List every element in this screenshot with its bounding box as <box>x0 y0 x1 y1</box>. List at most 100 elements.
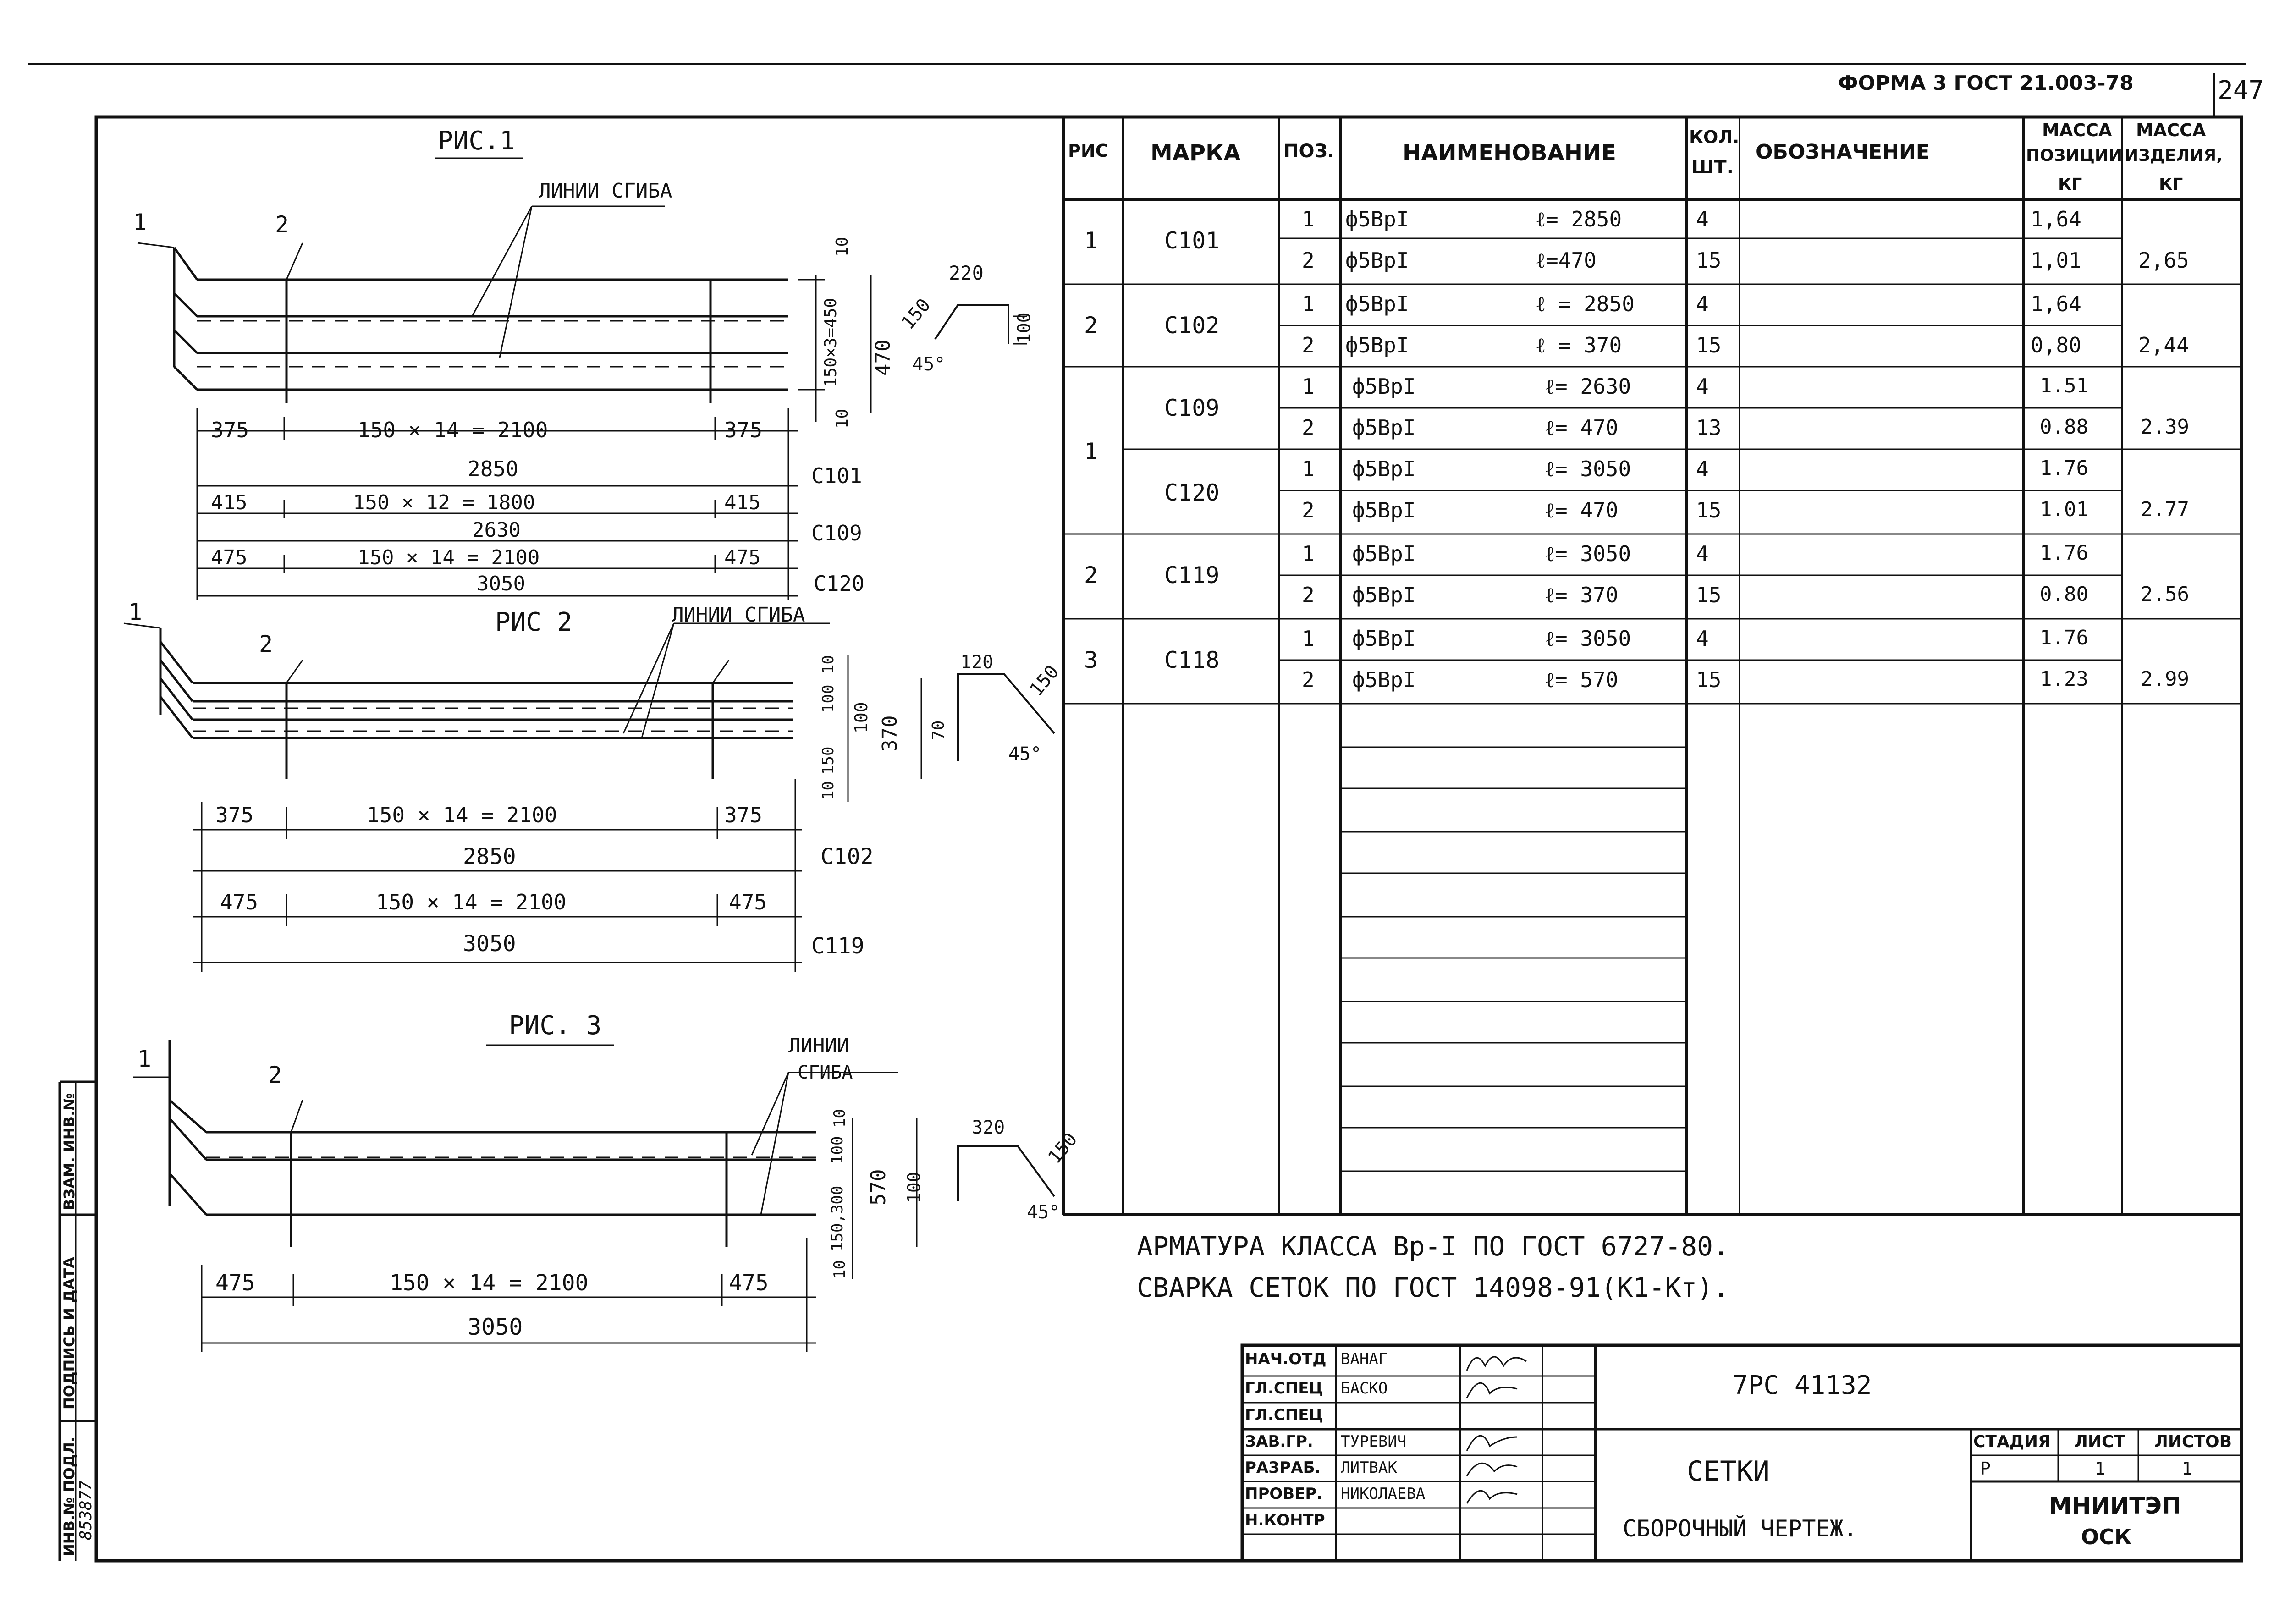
side-inv-no: 853877 <box>77 1480 95 1540</box>
row-mass: 0.80 <box>2040 583 2088 606</box>
row-len: ℓ= 2850 <box>1536 207 1622 231</box>
row-mass: 1.76 <box>2040 457 2088 480</box>
row-mass: 1.23 <box>2040 667 2088 691</box>
signature-3 <box>1466 1435 1518 1451</box>
form-note: ФОРМА 3 ГОСТ 21.003-78 <box>1838 72 2134 95</box>
side-inv-orig: ИНВ.№ ПОДЛ. <box>61 1437 78 1556</box>
fig1-pos1: 1 <box>133 209 147 236</box>
hdr-qty-2: ШТ. <box>1691 157 1734 178</box>
row-fig: 2 <box>1084 562 1098 589</box>
fig1-dim-475a: 475 <box>211 546 248 569</box>
fig1-dim-3050: 3050 <box>477 572 525 595</box>
row-len: ℓ= 470 <box>1545 415 1619 440</box>
fig2-vdim-10b: 10 <box>819 781 837 800</box>
tb-name: ЛИТВАК <box>1341 1459 1397 1477</box>
hdr-pos: ПОЗ. <box>1283 141 1335 162</box>
row-fig: 3 <box>1084 647 1098 673</box>
fig1-dim-span-c120: 150 × 14 = 2100 <box>358 546 540 569</box>
row-qty: 4 <box>1696 292 1709 316</box>
signature-2 <box>1466 1382 1518 1398</box>
sheet-number: 247 <box>2218 76 2264 105</box>
item-mass: 2,44 <box>2138 333 2189 358</box>
fig2-vdim-100b: 100 <box>851 702 871 733</box>
fig3-pos1: 1 <box>138 1046 152 1072</box>
fig3-title: РИС. 3 <box>509 1011 602 1040</box>
row-qty: 4 <box>1696 457 1709 481</box>
fig3-sheet <box>133 1040 1055 1352</box>
fig2-bend-label: ЛИНИИ СГИБА <box>672 603 805 627</box>
row-name: ф5ВрI <box>1352 626 1416 651</box>
row-len: ℓ= 2630 <box>1545 374 1631 399</box>
row-len: ℓ= 370 <box>1545 583 1619 607</box>
fig1-dim-375b: 375 <box>724 418 763 442</box>
row-pos: 1 <box>1302 292 1315 316</box>
fig1-prof-220: 220 <box>949 262 984 284</box>
row-len: ℓ=470 <box>1536 248 1597 273</box>
fig2-dim-475b: 475 <box>729 890 767 914</box>
item-mass: 2.99 <box>2141 667 2189 691</box>
fig2-prof-45: 45° <box>1008 743 1042 765</box>
row-mark: С101 <box>1164 227 1220 254</box>
item-mass: 2.77 <box>2141 498 2189 521</box>
tb-stage-header: СТАДИЯ <box>1973 1432 2051 1451</box>
signature-4 <box>1466 1462 1518 1476</box>
fig1-title: РИС.1 <box>438 126 515 156</box>
tb-name: ТУРЕВИЧ <box>1341 1432 1407 1451</box>
row-name: ф5ВрI <box>1345 248 1409 273</box>
side-inv-sub: ВЗАМ. ИНВ.№ <box>61 1093 78 1210</box>
fig2-dim-span-b: 150 × 14 = 2100 <box>376 890 567 914</box>
fig3-pos2: 2 <box>268 1062 282 1088</box>
fig2-dim-375a: 375 <box>215 803 254 827</box>
tb-org-2: ОСК <box>2081 1525 2132 1549</box>
row-len: ℓ= 3050 <box>1545 457 1631 481</box>
row-name: ф5ВрI <box>1345 333 1409 358</box>
hdr-mass-pos-1: МАССА <box>2042 120 2112 140</box>
tb-name: ВАНАГ <box>1341 1350 1388 1368</box>
fig1-pos2: 2 <box>275 211 289 238</box>
fig2-pos2: 2 <box>259 631 273 657</box>
row-pos: 2 <box>1302 583 1315 607</box>
fig1-vdim-total: 470 <box>871 339 895 376</box>
fig1-prof-45: 45° <box>912 354 946 375</box>
row-mass: 1.76 <box>2040 541 2088 565</box>
tb-sheet: 1 <box>2095 1459 2105 1479</box>
tb-role: Н.КОНТР <box>1245 1511 1325 1530</box>
row-qty: 4 <box>1696 541 1709 566</box>
row-pos: 2 <box>1302 415 1315 440</box>
fig2-dim-3050: 3050 <box>463 931 516 957</box>
fig2-vdim-370: 370 <box>878 715 902 752</box>
fig3-dim-span: 150 × 14 = 2100 <box>390 1270 589 1296</box>
hdr-mass-item-2: ИЗДЕЛИЯ, <box>2125 146 2223 165</box>
row-pos: 1 <box>1302 457 1315 481</box>
fig2-vdim-150: 150 <box>819 746 837 775</box>
row-name: ф5ВрI <box>1352 583 1416 607</box>
row-mass: 0,80 <box>2031 333 2081 358</box>
fig3-dim-475a: 475 <box>215 1270 255 1296</box>
spec-table-grid <box>1062 117 2241 1216</box>
tb-title-2: СБОРОЧНЫЙ ЧЕРТЕЖ. <box>1623 1515 1857 1542</box>
fig3-prof-100: 100 <box>904 1172 924 1203</box>
row-len: ℓ= 3050 <box>1545 626 1631 651</box>
tb-name: НИКОЛАЕВА <box>1341 1485 1426 1503</box>
fig1-dim-2850: 2850 <box>468 457 518 481</box>
row-qty: 15 <box>1696 248 1722 273</box>
fig2-dim-375b: 375 <box>724 803 763 827</box>
fig2-prof-120: 120 <box>960 652 994 673</box>
note-line-1: АРМАТУРА КЛАССА Вр-I ПО ГОСТ 6727-80. <box>1137 1231 1729 1262</box>
hdr-mass-item-3: КГ <box>2159 175 2183 194</box>
fig1-mark-c109: С109 <box>811 521 862 545</box>
tb-role: ГЛ.СПЕЦ <box>1245 1379 1323 1398</box>
tb-role: ЗАВ.ГР. <box>1245 1432 1313 1451</box>
fig2-dim-span: 150 × 14 = 2100 <box>367 803 557 827</box>
row-fig: 1 <box>1084 227 1098 254</box>
row-pos: 1 <box>1302 207 1315 231</box>
titleblock-grid <box>1240 1343 2243 1563</box>
fig1-dim-415a: 415 <box>211 491 248 514</box>
fig1-vdim-bot: 10 <box>833 408 852 429</box>
row-mark: С102 <box>1164 312 1220 339</box>
row-pos: 1 <box>1302 626 1315 651</box>
fig1-dim-2630: 2630 <box>472 518 521 542</box>
row-mass: 1,01 <box>2031 248 2081 273</box>
tb-role: НАЧ.ОТД <box>1245 1350 1327 1368</box>
hdr-fig: РИС <box>1068 141 1108 161</box>
